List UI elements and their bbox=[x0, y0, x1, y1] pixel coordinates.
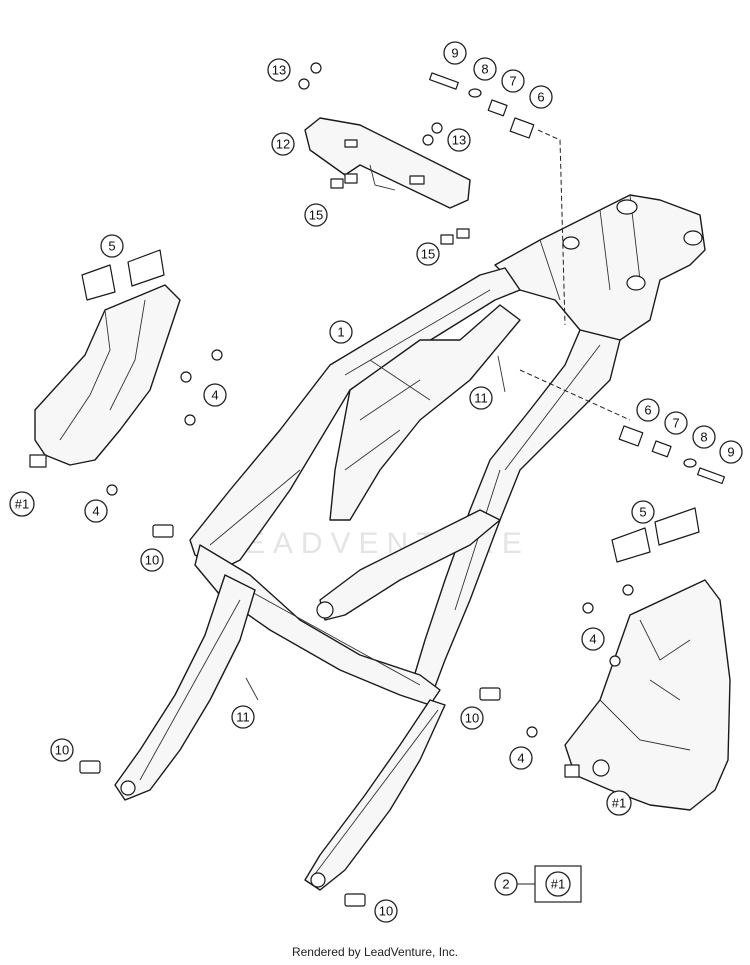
svg-text:5: 5 bbox=[639, 505, 646, 520]
callout-12: 12 bbox=[271, 132, 295, 156]
exploded-parts-diagram: LEADVENTURE bbox=[9, 41, 743, 923]
callout-6: 6 bbox=[529, 85, 553, 109]
svg-text:9: 9 bbox=[727, 445, 734, 460]
svg-text:7: 7 bbox=[672, 416, 679, 431]
callout-8: 8 bbox=[692, 425, 716, 449]
svg-text:11: 11 bbox=[474, 391, 488, 406]
callout-7: 7 bbox=[664, 411, 688, 435]
svg-text:#1: #1 bbox=[551, 877, 565, 892]
callout-13: 13 bbox=[447, 128, 471, 152]
callout-11: 11 bbox=[469, 386, 493, 410]
svg-text:8: 8 bbox=[481, 62, 488, 77]
svg-text:15: 15 bbox=[421, 247, 435, 262]
svg-text:15: 15 bbox=[309, 208, 323, 223]
rear-frame bbox=[114, 194, 706, 891]
callout-4: 4 bbox=[84, 499, 108, 523]
callout-10: 10 bbox=[140, 548, 164, 572]
callout-9: 9 bbox=[443, 41, 467, 65]
svg-text:4: 4 bbox=[92, 504, 99, 519]
seat-support-plate bbox=[304, 117, 471, 209]
callout-8: 8 bbox=[473, 57, 497, 81]
svg-text:#1: #1 bbox=[612, 796, 626, 811]
svg-text:13: 13 bbox=[452, 133, 466, 148]
svg-text:4: 4 bbox=[589, 632, 596, 647]
svg-text:2: 2 bbox=[502, 877, 509, 892]
callout-6: 6 bbox=[636, 398, 660, 422]
callout-4: 4 bbox=[203, 383, 227, 407]
callout-2: 2 bbox=[494, 872, 518, 896]
callout-4: 4 bbox=[509, 746, 533, 770]
callout-15: 15 bbox=[416, 242, 440, 266]
callout-9: 9 bbox=[719, 440, 743, 464]
svg-text:4: 4 bbox=[517, 751, 524, 766]
svg-text:5: 5 bbox=[108, 239, 115, 254]
svg-text:11: 11 bbox=[236, 710, 250, 725]
callout-1: 1 bbox=[329, 320, 353, 344]
callout-assembly-ref: #1 bbox=[606, 790, 632, 816]
svg-text:12: 12 bbox=[276, 137, 290, 152]
callout-7: 7 bbox=[501, 69, 525, 93]
svg-text:4: 4 bbox=[211, 388, 218, 403]
svg-text:9: 9 bbox=[451, 46, 458, 61]
callout-10: 10 bbox=[50, 738, 74, 762]
svg-text:13: 13 bbox=[272, 63, 286, 78]
callout-5: 5 bbox=[100, 234, 124, 258]
svg-text:10: 10 bbox=[55, 743, 69, 758]
svg-text:10: 10 bbox=[379, 904, 393, 919]
callout-5: 5 bbox=[631, 500, 655, 524]
svg-text:7: 7 bbox=[509, 74, 516, 89]
callout-13: 13 bbox=[267, 58, 291, 82]
callout-4: 4 bbox=[581, 627, 605, 651]
svg-text:8: 8 bbox=[700, 430, 707, 445]
leader-line-lower bbox=[519, 369, 631, 421]
callout-15: 15 bbox=[304, 203, 328, 227]
callout-assembly-ref: #1 bbox=[9, 491, 35, 517]
right-side-cover bbox=[564, 579, 731, 811]
svg-text:10: 10 bbox=[465, 711, 479, 726]
left-side-cover bbox=[29, 284, 181, 468]
svg-text:6: 6 bbox=[644, 403, 651, 418]
leader-line-upper bbox=[537, 129, 566, 326]
callout-11: 11 bbox=[231, 705, 255, 729]
footer-credit: Rendered by LeadVenture, Inc. bbox=[291, 945, 459, 959]
hardware bbox=[79, 62, 726, 907]
svg-text:#1: #1 bbox=[15, 497, 29, 512]
callout-10: 10 bbox=[460, 706, 484, 730]
callout-assembly-box: #1 bbox=[534, 865, 582, 903]
svg-text:10: 10 bbox=[145, 553, 159, 568]
svg-text:6: 6 bbox=[537, 90, 544, 105]
svg-text:1: 1 bbox=[337, 325, 344, 340]
callout-10: 10 bbox=[374, 899, 398, 923]
